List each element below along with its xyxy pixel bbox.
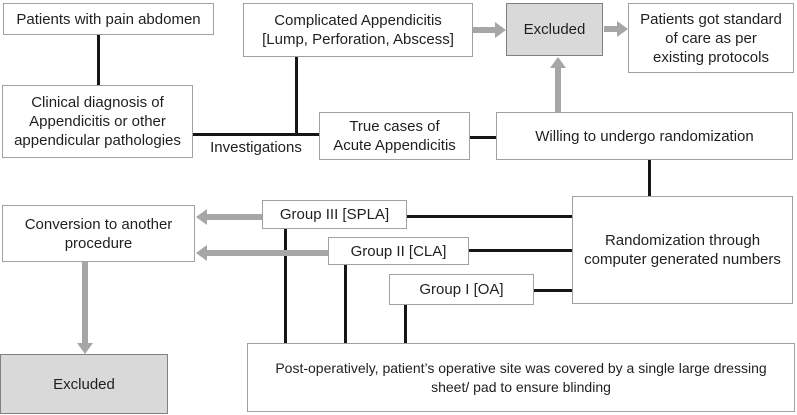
node-label: Clinical diagnosis of [31,94,164,111]
node-true-cases-acute-appendicitis: True cases of Acute Appendicitis [319,112,470,160]
node-label: Group II [CLA] [350,242,447,260]
node-label: Willing to undergo randomization [535,127,754,145]
arrow-conversion-to-excluded-shaft [82,262,88,343]
arrow-excluded-to-standardcare-shaft [604,26,618,32]
connector-group3-to-randomization [407,215,572,218]
connector-group3-to-postop [284,229,287,343]
node-patients-with-pain-abdomen: Patients with pain abdomen [3,3,214,35]
node-label: Excluded [523,21,586,38]
node-label: Post-operatively, patient’s operative si… [275,359,767,376]
connector-complicated-down [295,57,298,136]
arrow-up-icon [550,57,566,68]
node-label: Randomization through [604,232,761,249]
node-randomization-computer-numbers: Randomization through computer generated… [572,196,793,304]
arrow-complicated-to-excluded-shaft [473,27,496,33]
edge-label-investigations: Investigations [210,139,302,156]
node-postoperative-blinding: Post-operatively, patient’s operative si… [247,343,795,412]
node-conversion-to-another-procedure: Conversion to another procedure [2,205,195,262]
node-label: [Lump, Perforation, Abscess] [262,31,454,48]
connector-patients-to-clinical [97,35,100,85]
arrow-down-icon [77,343,93,354]
node-label: Group III [SPLA] [279,206,390,223]
connector-willing-to-randomization [648,160,651,196]
node-willing-randomization: Willing to undergo randomization [496,112,793,160]
connector-group1-to-postop [404,305,407,343]
node-label: True cases of [349,118,440,135]
node-group-i-oa: Group I [OA] [389,274,534,305]
connector-group1-to-randomization [534,289,572,292]
connector-truecases-to-willing [470,136,497,139]
node-label: Group I [OA] [419,281,504,298]
connector-group2-to-postop [344,265,347,343]
connector-group2-to-randomization [469,249,572,252]
node-label: sheet/ pad to ensure blinding [431,378,611,395]
arrow-left-icon [196,209,207,225]
arrow-group3-to-conversion-shaft [206,214,262,220]
arrow-willing-to-excluded-shaft [555,68,561,112]
arrow-right-icon [617,21,628,37]
node-label: Appendicitis or other [29,113,166,130]
node-label: computer generated numbers [584,251,781,268]
node-label: Acute Appendicitis [333,137,456,154]
node-excluded-top: Excluded [506,3,603,56]
node-label: Complicated Appendicitis [274,12,442,29]
node-label: Patients with pain abdomen [16,10,201,28]
arrow-right-icon [495,22,506,38]
arrow-left-icon [196,245,207,261]
node-label: procedure [64,234,133,252]
node-label: existing protocols [653,48,769,66]
node-complicated-appendicitis: Complicated Appendicitis [Lump, Perforat… [243,3,473,57]
node-label: of care as per [665,29,757,47]
connector-clinical-to-truecases [193,133,320,136]
arrow-group2-to-conversion-shaft [206,250,328,256]
node-excluded-bottom: Excluded [0,354,168,414]
node-label: appendicular pathologies [14,132,181,149]
node-label: Patients got standard [640,10,782,28]
node-clinical-diagnosis: Clinical diagnosis of Appendicitis or ot… [2,85,193,158]
node-group-ii-cla: Group II [CLA] [328,237,469,265]
node-label: Conversion to another [24,215,173,233]
node-label: Excluded [53,375,115,393]
node-standard-of-care: Patients got standard of care as per exi… [628,3,794,73]
node-group-iii-spla: Group III [SPLA] [262,200,407,229]
